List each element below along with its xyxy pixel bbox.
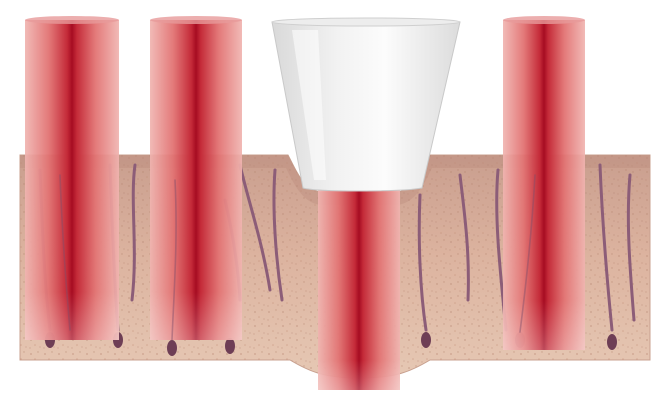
follicle-bulb (607, 334, 617, 350)
follicle-bulb (167, 340, 177, 356)
applicator-top (272, 18, 460, 26)
follicle-bulb (421, 332, 431, 348)
follicle-bulb (225, 338, 235, 354)
laser-beam (150, 16, 242, 340)
laser-beam (318, 190, 400, 390)
laser-beam (503, 16, 585, 350)
laser-beam (25, 16, 119, 340)
